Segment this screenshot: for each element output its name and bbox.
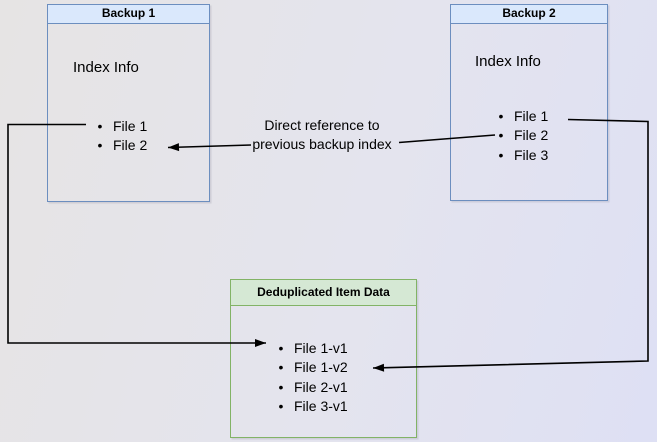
file-label: File 3: [514, 146, 549, 163]
bullet-icon: •: [498, 146, 504, 163]
backup2-index-info-label: Index Info: [475, 53, 541, 70]
file-label: File 1: [113, 117, 148, 134]
backup1-file-list: • File 1 • File 2: [94, 116, 148, 156]
bullet-icon: •: [498, 127, 504, 144]
direct-reference-edge-label: Direct reference to previous backup inde…: [240, 116, 404, 154]
list-item: • File 2: [94, 136, 148, 156]
list-item: • File 3-v1: [275, 397, 348, 417]
edge-label-line1: Direct reference to: [264, 117, 380, 133]
dedup-header: Deduplicated Item Data: [231, 280, 416, 306]
bullet-icon: •: [97, 117, 103, 134]
file-label: File 2-v1: [294, 378, 348, 395]
list-item: • File 1-v2: [275, 358, 348, 378]
dedup-title: Deduplicated Item Data: [257, 285, 390, 299]
bullet-icon: •: [97, 137, 103, 154]
bullet-icon: •: [278, 339, 284, 356]
list-item: • File 1: [495, 106, 549, 126]
list-item: • File 3: [495, 145, 549, 165]
bullet-icon: •: [278, 359, 284, 376]
file-label: File 3-v1: [294, 398, 348, 415]
list-item: • File 2: [495, 126, 549, 146]
list-item: • File 1-v1: [275, 338, 348, 358]
list-item: • File 1: [94, 116, 148, 136]
file-label: File 1: [514, 107, 549, 124]
backup2-title: Backup 2: [502, 6, 556, 20]
list-item: • File 2-v1: [275, 377, 348, 397]
file-label: File 2: [113, 137, 148, 154]
bullet-icon: •: [278, 398, 284, 415]
file-label: File 1-v1: [294, 339, 348, 356]
backup1-index-info-label: Index Info: [73, 59, 139, 76]
bullet-icon: •: [278, 378, 284, 395]
backup1-header: Backup 1: [48, 5, 209, 24]
file-label: File 2: [514, 127, 549, 144]
dedup-file-list: • File 1-v1 • File 1-v2 • File 2-v1 • Fi…: [275, 338, 348, 416]
backup2-box: Backup 2: [450, 4, 608, 201]
backup1-title: Backup 1: [101, 6, 156, 20]
bullet-icon: •: [498, 107, 504, 124]
file-label: File 1-v2: [294, 359, 348, 376]
backup1-box: Backup 1: [47, 4, 210, 202]
edge-label-line2: previous backup index: [252, 136, 392, 152]
backup2-header: Backup 2: [451, 5, 607, 24]
backup2-file-list: • File 1 • File 2 • File 3: [495, 106, 549, 165]
